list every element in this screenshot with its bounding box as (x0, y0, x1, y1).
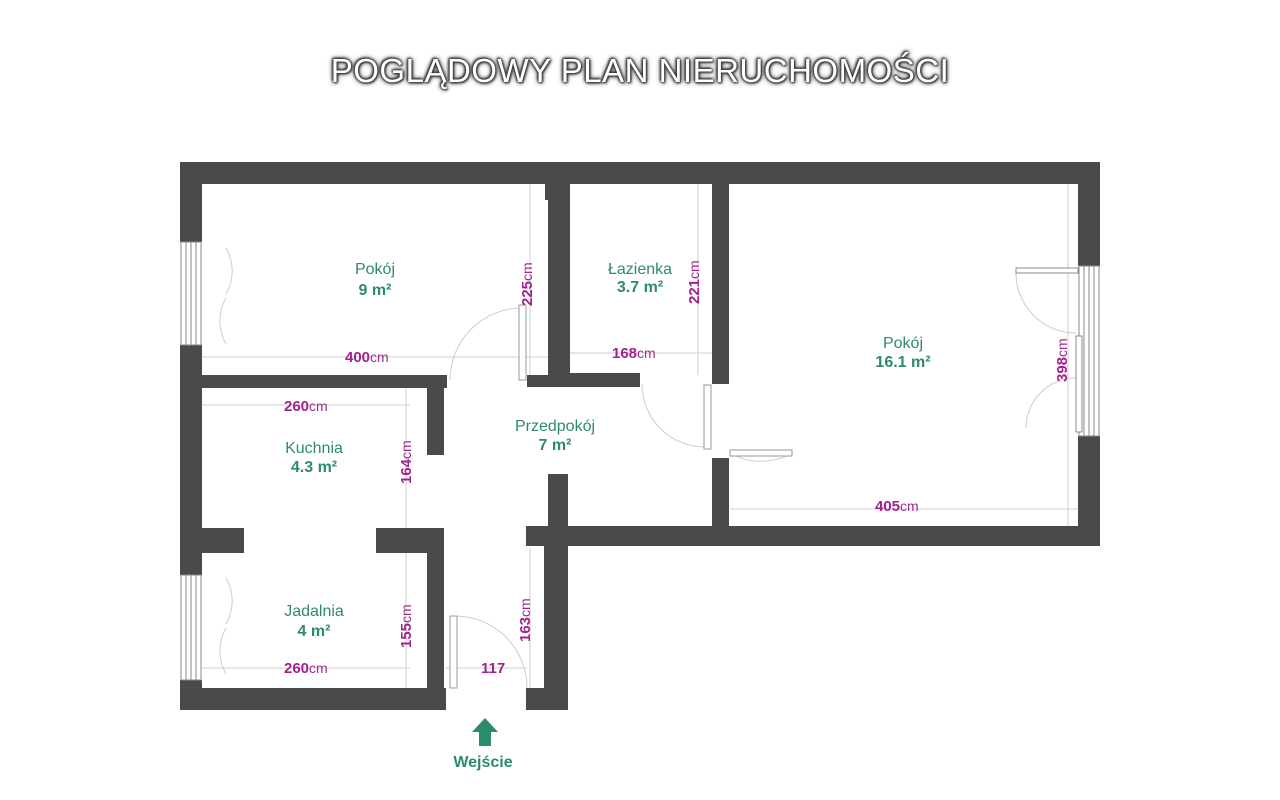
room-name-jadalnia: Jadalnia (284, 603, 344, 620)
room-area-lazienka: 3.7 m² (617, 279, 663, 296)
room-area-pokoj-small: 9 m² (359, 282, 392, 299)
dim-pokoj-large-width: 405cm (875, 498, 919, 515)
dim-jadalnia-height: 155cm (398, 604, 415, 648)
dim-pokoj-small-width: 400cm (345, 349, 389, 366)
room-name-kuchnia: Kuchnia (285, 440, 343, 457)
dim-pokoj-large-height: 398cm (1054, 338, 1071, 382)
room-labels: Pokój 9 m² Łazienka 3.7 m² Pokój 16.1 m²… (284, 261, 930, 640)
windows (180, 241, 1100, 681)
dim-pokoj-small-height: 225cm (519, 262, 536, 306)
walls (180, 162, 1100, 710)
room-area-pokoj-large: 16.1 m² (875, 354, 930, 371)
dim-kuchnia-height: 164cm (398, 440, 415, 484)
room-name-pokoj-small: Pokój (355, 261, 395, 278)
entrance-label: Wejście (453, 754, 512, 771)
dim-corridor-height: 163cm (517, 598, 534, 642)
entrance: Wejście (453, 718, 513, 771)
dimension-guides (202, 184, 1078, 688)
dim-kuchnia-width: 260cm (284, 398, 328, 415)
room-area-kuchnia: 4.3 m² (291, 459, 337, 476)
room-name-pokoj-large: Pokój (883, 335, 923, 352)
room-area-jadalnia: 4 m² (298, 623, 331, 640)
dim-lazienka-width: 168cm (612, 345, 656, 362)
dim-corridor-width: 117 (481, 660, 505, 677)
room-name-przedpokoj: Przedpokój (515, 418, 595, 435)
dimension-labels: 400cm 168cm 405cm 260cm 260cm 117 225cm … (284, 260, 1071, 677)
door-swings (219, 247, 1077, 689)
room-name-lazienka: Łazienka (608, 261, 672, 278)
dim-jadalnia-width: 260cm (284, 660, 328, 677)
dim-lazienka-height: 221cm (686, 260, 703, 304)
page-title: POGLĄDOWY PLAN NIERUCHOMOŚCI (330, 52, 950, 89)
room-area-przedpokoj: 7 m² (539, 437, 572, 454)
arrow-up-icon (472, 718, 498, 746)
